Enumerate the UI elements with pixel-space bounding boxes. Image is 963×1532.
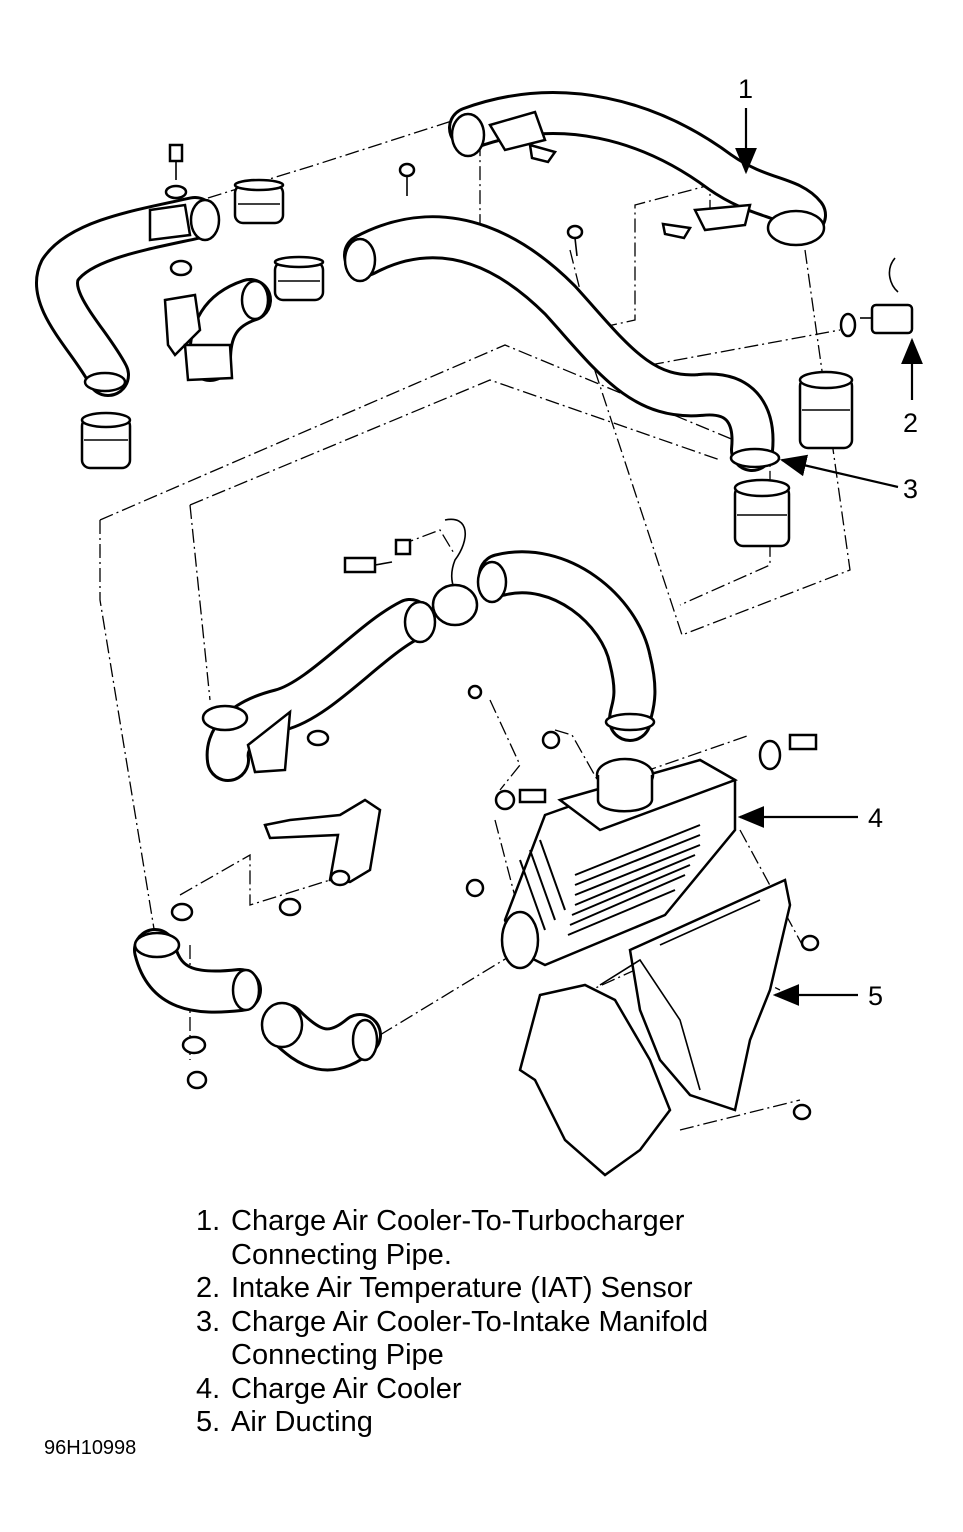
bolt-mid-left bbox=[343, 556, 393, 574]
screw-center-top bbox=[398, 162, 416, 196]
iat-sensor bbox=[839, 257, 914, 338]
legend-item-3: 3. Charge Air Cooler-To-Intake Manifold … bbox=[196, 1306, 816, 1373]
legend-item-2: 2. Intake Air Temperature (IAT) Sensor bbox=[196, 1272, 816, 1306]
bolt-cooler-left bbox=[494, 788, 547, 811]
exploded-view-diagram: 1 2 3 4 5 bbox=[35, 74, 923, 1177]
clip-2 bbox=[661, 222, 693, 240]
screw-cooler bbox=[465, 878, 485, 898]
charge-air-cooler bbox=[500, 757, 738, 970]
callout-4-number: 4 bbox=[868, 803, 883, 833]
hose-couplings bbox=[80, 178, 854, 548]
lower-hose-elbow bbox=[260, 1001, 382, 1072]
legend-label: Charge Air Cooler bbox=[231, 1372, 462, 1405]
nut-mid-left bbox=[394, 538, 412, 556]
left-connecting-pipe bbox=[35, 196, 221, 397]
callout-4: 4 bbox=[737, 803, 883, 833]
lower-right-pipe bbox=[476, 550, 657, 742]
legend-item-5: 5. Air Ducting bbox=[196, 1406, 816, 1440]
nut-lower-left bbox=[170, 902, 194, 922]
mounting-bracket bbox=[263, 798, 382, 887]
hose-coupling-2 bbox=[273, 255, 325, 302]
callout-5: 5 bbox=[772, 981, 883, 1011]
washer-left bbox=[169, 259, 193, 277]
screw-duct-1 bbox=[800, 934, 820, 952]
screw-top-left bbox=[164, 143, 188, 200]
callout-1-number: 1 bbox=[738, 74, 753, 104]
legend-label: Air Ducting bbox=[231, 1406, 373, 1438]
callout-2: 2 bbox=[901, 337, 923, 438]
legend-label: Charge Air Cooler-To-Intake Manifold Con… bbox=[231, 1305, 709, 1372]
lower-left-pipe bbox=[201, 598, 437, 782]
legend-number: 1. bbox=[196, 1205, 221, 1237]
nut-bottom-left-1 bbox=[181, 1035, 207, 1055]
turbocharger-connecting-pipe bbox=[448, 91, 827, 247]
cooler-fins bbox=[519, 824, 701, 936]
callout-3: 3 bbox=[779, 454, 918, 504]
bolt-right bbox=[758, 733, 818, 771]
figure-id: 96H10998 bbox=[44, 1437, 137, 1459]
legend-number: 3. bbox=[196, 1305, 221, 1338]
legend-number: 5. bbox=[196, 1406, 221, 1438]
bolt-bracket-lower bbox=[278, 897, 302, 917]
intake-manifold-connecting-pipe bbox=[343, 215, 781, 472]
parts-legend: 1. Charge Air Cooler-To-Turbocharger Con… bbox=[196, 1205, 816, 1440]
nut-top bbox=[541, 730, 561, 750]
hose-coupling-1 bbox=[233, 178, 285, 225]
hose-clamp-clips bbox=[431, 518, 479, 627]
legend-number: 2. bbox=[196, 1272, 221, 1304]
fasteners bbox=[164, 143, 820, 1121]
lower-left-elbow bbox=[133, 928, 262, 1014]
nut-bottom-left-2 bbox=[186, 1070, 208, 1090]
air-ducting bbox=[518, 878, 792, 1177]
callout-3-number: 3 bbox=[903, 474, 918, 504]
legend-label: Intake Air Temperature (IAT) Sensor bbox=[231, 1272, 693, 1304]
legend-item-1: 1. Charge Air Cooler-To-Turbocharger Con… bbox=[196, 1205, 816, 1272]
callout-2-number: 2 bbox=[903, 408, 918, 438]
screw-duct-2 bbox=[792, 1103, 812, 1121]
hose-coupling-5 bbox=[733, 478, 791, 548]
hose-coupling-3 bbox=[80, 411, 132, 470]
screw-top-small bbox=[467, 684, 483, 700]
elbow-with-bracket bbox=[163, 278, 272, 382]
screw-center-mid bbox=[566, 224, 584, 257]
legend-label: Charge Air Cooler-To-Turbocharger Connec… bbox=[231, 1205, 685, 1271]
callout-5-number: 5 bbox=[868, 981, 883, 1011]
clip-1 bbox=[528, 143, 558, 164]
legend-item-4: 4. Charge Air Cooler bbox=[196, 1373, 816, 1407]
legend-number: 4. bbox=[196, 1372, 221, 1405]
callout-1: 1 bbox=[735, 74, 757, 175]
hose-coupling-4 bbox=[798, 370, 854, 450]
